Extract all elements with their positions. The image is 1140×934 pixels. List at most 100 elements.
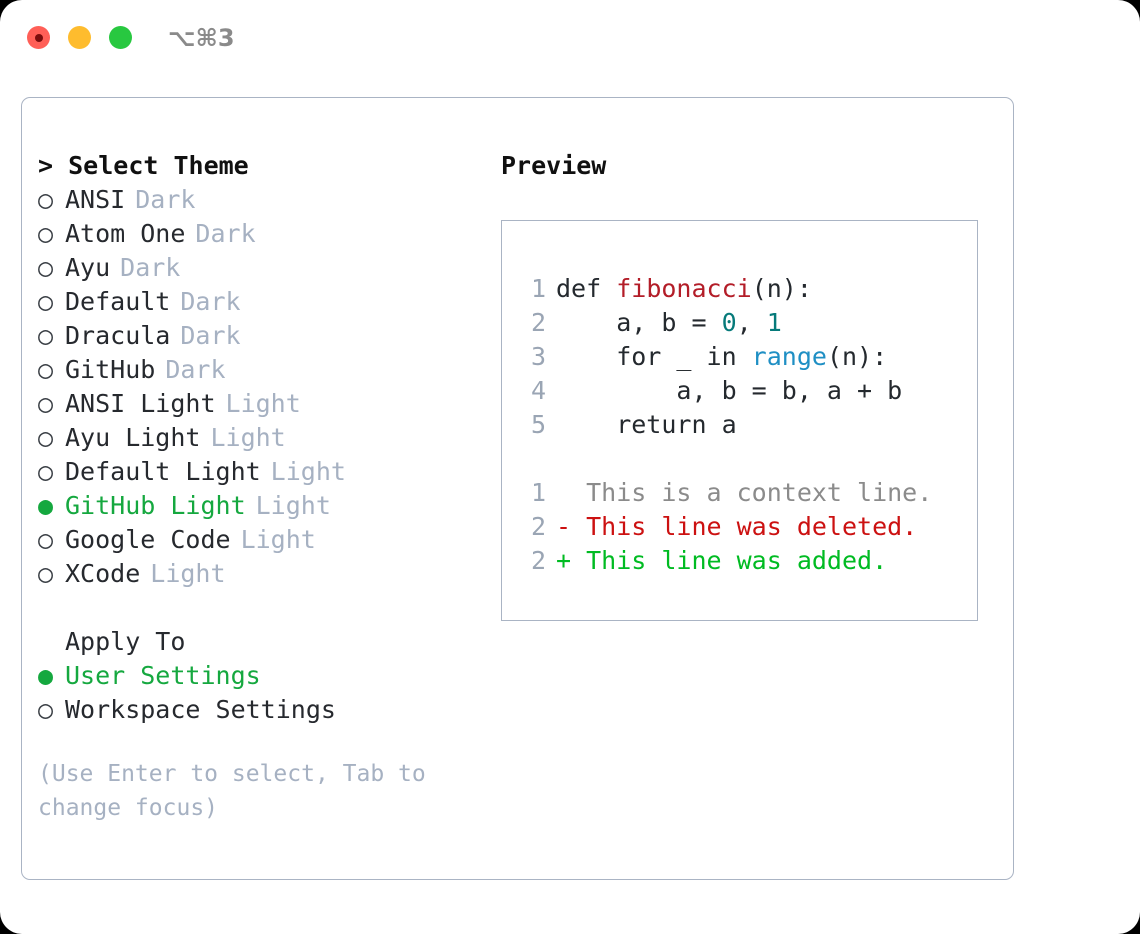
radio-unselected-icon: ○ xyxy=(38,287,54,316)
theme-list-item[interactable]: ○ Default Dark xyxy=(38,285,488,319)
radio-unselected-icon: ○ xyxy=(38,219,54,248)
theme-name-label: Google Code xyxy=(65,525,231,554)
radio-unselected-icon: ○ xyxy=(38,321,54,350)
diff-marker: + xyxy=(556,546,587,575)
code-line: 4 a, b = b, a + b xyxy=(522,374,932,408)
theme-name-label: Atom One xyxy=(65,219,186,248)
theme-list-item[interactable]: ○ Dracula Dark xyxy=(38,319,488,353)
theme-kind-label: Dark xyxy=(180,321,241,350)
code-line: 3 for _ in range(n): xyxy=(522,340,932,374)
maximize-window-button[interactable] xyxy=(109,26,132,49)
theme-name-label: GitHub Light xyxy=(65,491,246,520)
code-token: def xyxy=(556,274,617,303)
apply-to-label: Workspace Settings xyxy=(65,695,336,724)
diff-line: 1 This is a context line. xyxy=(522,476,932,510)
help-hint-text: (Use Enter to select, Tab to change focu… xyxy=(38,761,440,821)
theme-kind-label: Light xyxy=(210,423,286,452)
theme-kind-label: Dark xyxy=(195,219,256,248)
code-token: 0 xyxy=(721,308,737,337)
code-token: , xyxy=(736,308,767,337)
line-number: 4 xyxy=(530,376,546,405)
code-line: 2 a, b = 0, 1 xyxy=(522,306,932,340)
theme-name-label: ANSI xyxy=(65,185,126,214)
preview-heading: Preview xyxy=(501,151,607,180)
theme-list-item[interactable]: ○ XCode Light xyxy=(38,557,488,591)
prompt-caret-icon: > xyxy=(38,151,69,180)
radio-unselected-icon: ○ xyxy=(38,525,54,554)
theme-kind-label: Light xyxy=(240,525,316,554)
line-number: 3 xyxy=(530,342,546,371)
apply-to-list: ● User Settings ○ Workspace Settings xyxy=(38,659,488,727)
line-number: 2 xyxy=(530,512,546,541)
theme-kind-label: Light xyxy=(255,491,331,520)
code-token: a, b = b, a + b xyxy=(556,376,903,405)
code-token: a, b = xyxy=(556,308,722,337)
theme-name-label: Dracula xyxy=(65,321,171,350)
line-number: 2 xyxy=(530,308,546,337)
select-theme-heading: > Select Theme xyxy=(38,149,488,183)
radio-unselected-icon: ○ xyxy=(38,695,54,724)
radio-unselected-icon: ○ xyxy=(38,457,54,486)
diff-text: This is a context line. xyxy=(586,478,933,507)
theme-kind-label: Dark xyxy=(165,355,226,384)
theme-kind-label: Dark xyxy=(180,287,241,316)
code-token: (n): xyxy=(826,342,888,371)
diff-marker xyxy=(556,478,586,507)
theme-list-item[interactable]: ○ ANSI Light Light xyxy=(38,387,488,421)
apply-to-item[interactable]: ● User Settings xyxy=(38,659,488,693)
theme-kind-label: Light xyxy=(225,389,301,418)
radio-unselected-icon: ○ xyxy=(38,559,54,588)
diff-text: This line was added. xyxy=(586,546,888,575)
apply-to-label: User Settings xyxy=(65,661,261,690)
diff-line: 2 + This line was added. xyxy=(522,544,932,578)
code-token: return a xyxy=(556,410,737,439)
theme-list-item[interactable]: ○ Google Code Light xyxy=(38,523,488,557)
code-token: for _ in xyxy=(556,342,752,371)
minimize-window-button[interactable] xyxy=(68,26,91,49)
line-number: 1 xyxy=(530,274,546,303)
theme-list-item[interactable]: ○ Atom One Dark xyxy=(38,217,488,251)
diff-text: This line was deleted. xyxy=(586,512,918,541)
theme-name-label: Default xyxy=(65,287,171,316)
close-window-button[interactable] xyxy=(27,26,50,49)
code-token: (n): xyxy=(751,274,812,303)
traffic-lights xyxy=(27,26,132,49)
radio-selected-icon: ● xyxy=(38,661,54,690)
apply-to-item[interactable]: ○ Workspace Settings xyxy=(38,693,488,727)
line-number: 5 xyxy=(530,410,546,439)
line-number: 2 xyxy=(530,546,546,575)
code-blank-line xyxy=(522,442,932,476)
radio-unselected-icon: ○ xyxy=(38,253,54,282)
keyboard-shortcut-label: ⌥⌘3 xyxy=(168,24,235,52)
code-token: fibonacci xyxy=(616,274,752,303)
theme-kind-label: Dark xyxy=(120,253,181,282)
radio-unselected-icon: ○ xyxy=(38,389,54,418)
theme-kind-label: Dark xyxy=(135,185,196,214)
select-theme-heading-label: Select Theme xyxy=(68,151,249,180)
code-line: 1 def fibonacci(n): xyxy=(522,272,932,306)
theme-list-item[interactable]: ○ Ayu Light Light xyxy=(38,421,488,455)
theme-list-item[interactable]: ○ Ayu Dark xyxy=(38,251,488,285)
diff-marker: - xyxy=(556,512,587,541)
radio-unselected-icon: ○ xyxy=(38,423,54,452)
theme-name-label: XCode xyxy=(65,559,141,588)
diff-line: 2- This line was deleted. xyxy=(522,510,932,544)
code-token: range xyxy=(751,342,827,371)
theme-name-label: Default Light xyxy=(65,457,261,486)
line-number: 1 xyxy=(530,478,546,507)
theme-kind-label: Light xyxy=(150,559,226,588)
theme-name-label: Ayu xyxy=(65,253,111,282)
theme-name-label: ANSI Light xyxy=(65,389,216,418)
theme-name-label: Ayu Light xyxy=(65,423,201,452)
